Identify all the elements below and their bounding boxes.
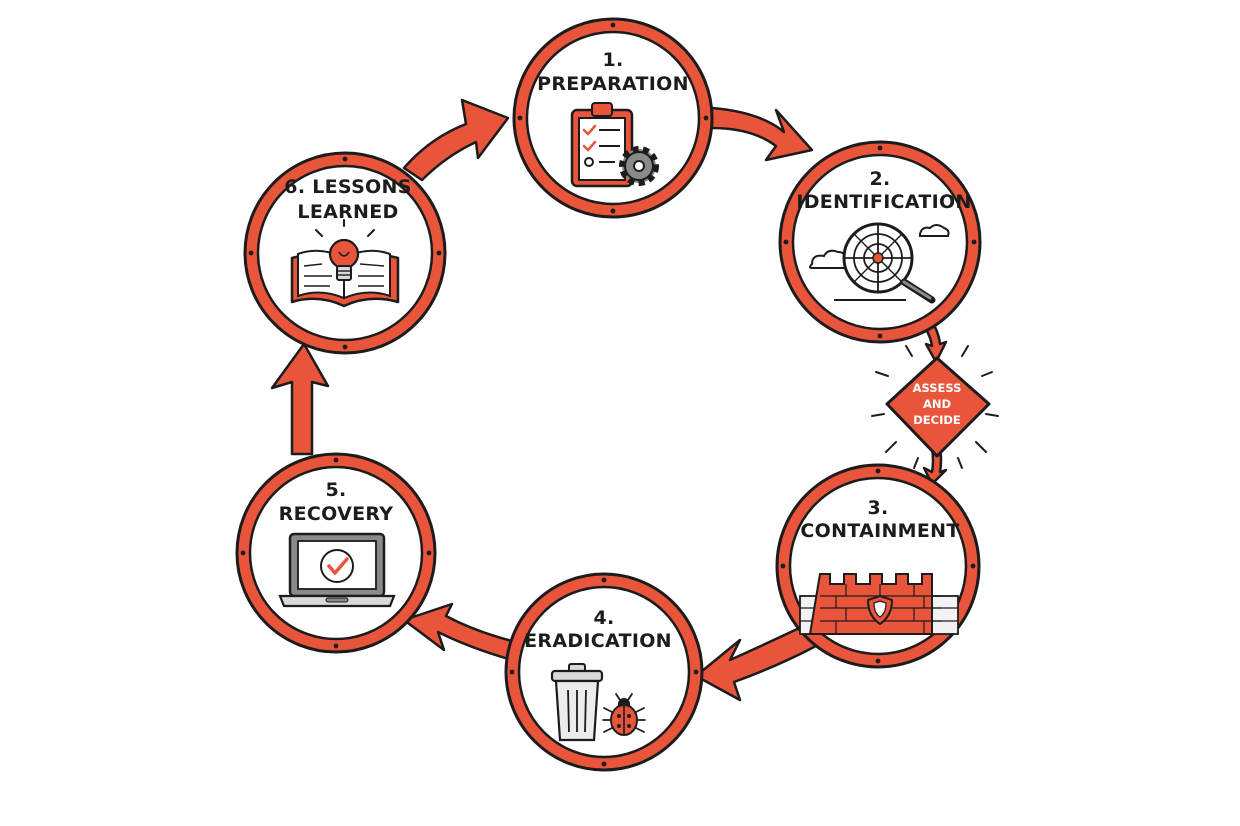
laptop-checkmark-icon — [278, 532, 396, 608]
arrow-recovery-to-lessons — [270, 342, 330, 456]
stage-eradication: 4. ERADICATION — [504, 572, 704, 772]
stage-title-line-1: 6. LESSONS — [284, 176, 411, 198]
stage-number: 3. — [867, 497, 888, 519]
rivets — [517, 22, 709, 214]
brick-wall-shield-icon — [799, 573, 959, 635]
stage-title: RECOVERY — [279, 503, 394, 525]
stage-identification: 2. IDENTIFICATION — [778, 140, 982, 344]
rivets — [783, 145, 977, 339]
stage-containment: 3. CONTAINMENT — [775, 463, 981, 669]
decision-node: ASSESS AND DECIDE — [871, 345, 999, 469]
rivets — [780, 468, 976, 664]
burst-lines — [871, 345, 999, 469]
arrow-decision-to-containment — [922, 446, 948, 486]
rivets — [248, 156, 442, 350]
trash-can-bug-icon — [550, 663, 646, 742]
stage-number: 2. — [869, 168, 890, 190]
stage-title: CONTAINMENT — [800, 520, 959, 542]
stage-number: 1. — [602, 49, 623, 71]
stage-title: PREPARATION — [537, 73, 689, 95]
decision-line-1: ASSESS — [913, 381, 962, 395]
radar-magnifier-icon — [809, 222, 950, 304]
stage-number: 4. — [593, 607, 614, 629]
arrow-lessons-to-preparation — [402, 98, 510, 182]
decision-line-3: DECIDE — [913, 413, 961, 427]
stage-recovery: 5. RECOVERY — [235, 452, 437, 654]
stage-preparation: 1. PREPARATION — [512, 17, 714, 219]
stage-title: IDENTIFICATION — [796, 191, 971, 213]
cycle-arrows — [270, 98, 948, 702]
open-book-lightbulb-icon — [290, 219, 400, 308]
arrow-eradication-to-recovery — [402, 602, 518, 662]
stage-number: 5. — [325, 479, 346, 501]
clipboard-checklist-gear-icon — [570, 102, 659, 188]
rivets — [240, 457, 432, 649]
stage-lessons-learned: 6. LESSONS LEARNED — [243, 151, 447, 355]
stage-title-line-2: LEARNED — [297, 201, 398, 223]
decision-line-2: AND — [923, 397, 951, 411]
rivets — [509, 577, 699, 767]
stage-title: ERADICATION — [524, 630, 672, 652]
diamond-decision-icon — [885, 356, 991, 458]
arrow-containment-to-eradication — [694, 620, 818, 702]
arrow-preparation-to-identification — [710, 106, 814, 162]
